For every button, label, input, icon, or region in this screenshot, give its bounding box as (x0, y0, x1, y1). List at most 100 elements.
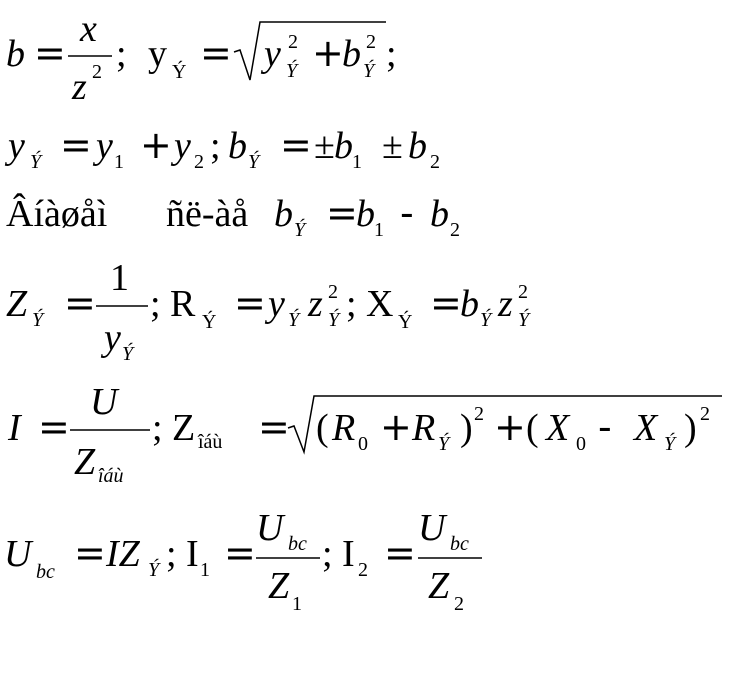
var-Z: Z (172, 407, 195, 449)
sub-e: Ý (288, 308, 301, 331)
pow-2: 2 (92, 61, 102, 83)
eq-sign: = (326, 191, 358, 235)
sub-1: 1 (374, 219, 384, 241)
semicolon: ; (210, 125, 221, 167)
paren-open: ( (316, 407, 329, 449)
sub-e: Ý (202, 310, 216, 333)
var-X0: X (544, 407, 571, 449)
sub-e: Ý (398, 310, 412, 333)
formula-line-3: Âíàøåì ñë-àå b Ý = b 1 - b 2 (6, 191, 460, 241)
var-b: b (342, 33, 361, 75)
sub-e: Ý (664, 432, 677, 455)
var-I: I (7, 407, 23, 449)
numerator-U: U (90, 381, 120, 423)
semicolon: ; (116, 33, 127, 75)
denominator-Z: Z (74, 441, 96, 483)
eq-sign: = (200, 31, 232, 75)
text-word-2: ñë-àå (166, 193, 248, 235)
var-y: y (264, 283, 285, 325)
eq-sign: = (38, 405, 70, 449)
pow-2: 2 (328, 281, 338, 303)
var-b: b (274, 193, 293, 235)
plus-sign: + (140, 123, 172, 167)
sub-2: 2 (194, 151, 204, 173)
sub-e: Ý (328, 308, 341, 331)
var-b: b (228, 125, 247, 167)
sub-e: Ý (32, 308, 45, 331)
semicolon: ; (166, 533, 177, 575)
eq-sign: = (224, 531, 256, 575)
sub-0: 0 (576, 433, 586, 455)
var-y2: y (170, 125, 191, 167)
var-R: R (170, 283, 196, 325)
var-X: X (366, 283, 393, 325)
numerator-x: x (79, 8, 97, 50)
sub-e: Ý (480, 308, 493, 331)
sub-1: 1 (292, 593, 302, 615)
plus-sign: + (312, 31, 344, 75)
sub-e: Ý (294, 218, 307, 241)
formula-line-4: Z Ý = 1 y Ý ; R Ý = y Ý z 2 Ý ; X Ý = b … (6, 257, 531, 365)
var-I2: I (342, 533, 355, 575)
minus-sign: - (400, 191, 414, 235)
sub-2: 2 (430, 151, 440, 173)
sub-e: Ý (518, 308, 531, 331)
denominator-y: y (100, 317, 121, 359)
semicolon: ; (346, 283, 357, 325)
sub-e: Ý (438, 432, 451, 455)
pow-2: 2 (518, 281, 528, 303)
plus-minus: ± (382, 125, 403, 167)
numerator-U: U (418, 507, 448, 549)
var-y1: y (92, 125, 113, 167)
pow-2: 2 (474, 403, 484, 425)
sub-1: 1 (200, 559, 210, 581)
numerator-1: 1 (110, 257, 129, 299)
eq-sign: = (60, 123, 92, 167)
var-b: b (6, 33, 25, 75)
plus-sign: + (380, 405, 412, 449)
formula-line-5: I = U Z îáù ; Z îáù = ( R 0 + R Ý ) 2 + … (7, 381, 722, 487)
eq-sign: = (64, 281, 96, 325)
formula-line-1: b = x z 2 ; y Ý = y 2 Ý + b 2 Ý ; (6, 8, 397, 108)
denominator-z: z (71, 66, 87, 108)
sub-obsh: îáù (98, 465, 124, 487)
var-XE: X (632, 407, 659, 449)
sqrt-sign (287, 395, 722, 455)
numerator-U: U (256, 507, 286, 549)
var-Z: Z (6, 283, 28, 325)
plus-sign: + (494, 405, 526, 449)
var-U: U (4, 533, 34, 575)
eq-sign: = (34, 31, 66, 75)
var-z: z (307, 283, 323, 325)
var-y: y (148, 33, 167, 75)
pow-2: 2 (288, 31, 298, 53)
var-b: b (460, 283, 479, 325)
pow-2: 2 (366, 31, 376, 53)
var-b1: b (356, 193, 375, 235)
sub-1: 1 (352, 151, 362, 173)
var-y: y (4, 125, 25, 167)
sub-e: Ý (363, 59, 376, 82)
var-b2: b (430, 193, 449, 235)
paren-close: ) (460, 407, 473, 449)
sub-2: 2 (358, 559, 368, 581)
formula-line-2: y Ý = y 1 + y 2 ; b Ý = ± b 1 ± b 2 (4, 123, 440, 173)
eq-sign: = (234, 281, 266, 325)
eq-sign: = (384, 531, 416, 575)
var-I1: I (186, 533, 199, 575)
sub-2: 2 (450, 219, 460, 241)
eq-sign: = (258, 405, 290, 449)
semicolon: ; (152, 407, 163, 449)
plus-minus: ± (314, 125, 335, 167)
sub-e: Ý (122, 342, 135, 365)
formula-line-6: U bc = IZ Ý ; I 1 = U bc Z 1 ; I 2 = U b… (4, 507, 482, 615)
sub-bc: bc (450, 533, 469, 555)
eq-sign: = (74, 531, 106, 575)
sub-e: Ý (30, 150, 43, 173)
var-b1: b (334, 125, 353, 167)
sub-e: Ý (248, 150, 261, 173)
sub-e: Ý (148, 558, 161, 581)
sub-0: 0 (358, 433, 368, 455)
minus-sign: - (598, 405, 612, 449)
sub-2: 2 (454, 593, 464, 615)
